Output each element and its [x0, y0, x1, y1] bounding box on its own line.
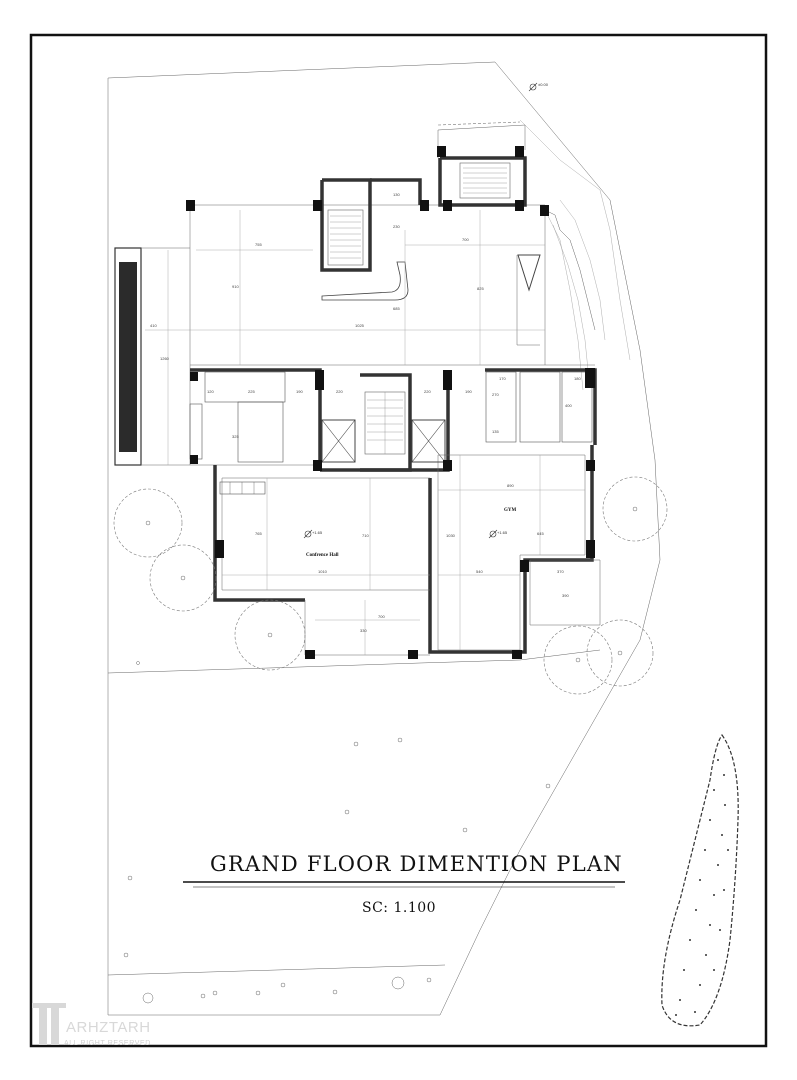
brand-logo-name: ARHZTARH: [66, 1019, 151, 1036]
trees: [113, 476, 668, 695]
dim-325: 325: [232, 434, 239, 439]
dim-135: 135: [492, 429, 499, 434]
stair-west: [327, 209, 364, 266]
plan-title: GRAND FLOOR DIMENTION PLAN: [210, 852, 623, 876]
level-label-conference: +1.65: [312, 530, 323, 535]
columns: [186, 146, 595, 659]
dim-220-left: 220: [336, 389, 343, 394]
dim-765: 765: [255, 531, 262, 536]
dim-540: 540: [476, 569, 483, 574]
dim-890: 890: [507, 483, 514, 488]
dim-390: 390: [562, 593, 569, 598]
level-marker-entrance: ±0.00: [528, 82, 549, 92]
stair-north: [459, 162, 511, 199]
dimension-lines: [145, 210, 585, 655]
bar-stools: [219, 481, 266, 495]
dim-645: 645: [537, 531, 544, 536]
dim-910: 910: [232, 284, 239, 289]
dim-190-left: 190: [296, 389, 303, 394]
level-label-gym: +1.65: [497, 530, 508, 535]
dim-755: 755: [255, 242, 262, 247]
dim-180: 180: [574, 376, 581, 381]
dim-230: 230: [393, 224, 400, 229]
brand-logo-tagline: ALL RIGHT RESERVED: [64, 1040, 151, 1047]
dim-410: 410: [150, 323, 157, 328]
dim-700-south: 700: [378, 614, 385, 619]
room-gym: GYM: [504, 508, 517, 513]
brand-logo: ARHZTARH ALL RIGHT RESERVED: [32, 1003, 151, 1047]
dim-330: 330: [360, 628, 367, 633]
sheet-border: [29, 33, 768, 1048]
dim-190-right: 190: [465, 389, 472, 394]
elevator-left: [321, 419, 356, 463]
dim-700: 700: [462, 237, 469, 242]
reception-desk: [321, 261, 409, 301]
elevator-right: [411, 419, 446, 463]
planter-strip: [114, 247, 142, 466]
room-conference-hall: Confrence Hall: [306, 553, 339, 558]
landscape-dots: [123, 661, 551, 1004]
dim-685: 685: [393, 306, 400, 311]
dim-225: 225: [248, 389, 255, 394]
stair-core: [364, 391, 406, 455]
dim-400: 400: [565, 403, 572, 408]
dim-1030: 1030: [446, 533, 456, 538]
service-rooms: [189, 371, 593, 463]
dim-120: 120: [207, 389, 214, 394]
dim-370: 370: [557, 569, 564, 574]
level-marker-conference: +1.65: [303, 529, 323, 539]
dim-1010: 1010: [318, 569, 328, 574]
site-boundary: [107, 61, 661, 1016]
terrace-steps: [544, 209, 596, 371]
dim-270: 270: [492, 392, 499, 397]
ramp-symbol: [517, 254, 541, 292]
dim-825: 825: [477, 286, 484, 291]
dim-130: 130: [393, 192, 400, 197]
plan-scale: SC: 1.100: [362, 900, 436, 916]
dim-220-right: 220: [424, 389, 431, 394]
garden-bed: [661, 733, 739, 1027]
dim-170: 170: [499, 376, 506, 381]
level-label-entrance: ±0.00: [538, 82, 549, 87]
dim-1260: 1260: [160, 356, 170, 361]
level-marker-gym: +1.65: [488, 529, 508, 539]
dim-1025: 1025: [355, 323, 365, 328]
dim-710: 710: [362, 533, 369, 538]
